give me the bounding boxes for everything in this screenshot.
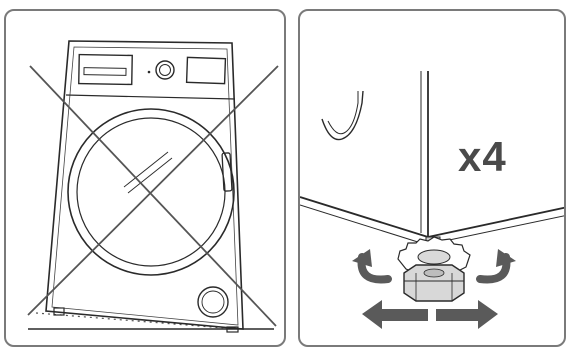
adjust-right-arrow-icon <box>436 300 498 329</box>
program-knob <box>156 61 174 79</box>
adjustable-feet-panel: x4 <box>298 9 566 347</box>
quantity-label: x4 <box>458 133 507 181</box>
foot-adjustment-illustration <box>300 11 566 347</box>
display-panel <box>187 57 226 83</box>
detergent-drawer <box>79 55 132 85</box>
adjustable-foot <box>398 237 470 301</box>
tilted-washing-machine-illustration <box>6 11 286 347</box>
adjust-left-arrow-icon <box>362 300 428 329</box>
incorrect-installation-panel <box>4 9 286 347</box>
hose-hook <box>322 91 363 140</box>
rotate-left-arrow-icon <box>352 249 388 280</box>
cross-out-mark <box>28 66 278 326</box>
filter-hatch <box>198 287 228 317</box>
cabinet-corner <box>300 71 566 243</box>
rotate-right-arrow-icon <box>480 249 516 280</box>
